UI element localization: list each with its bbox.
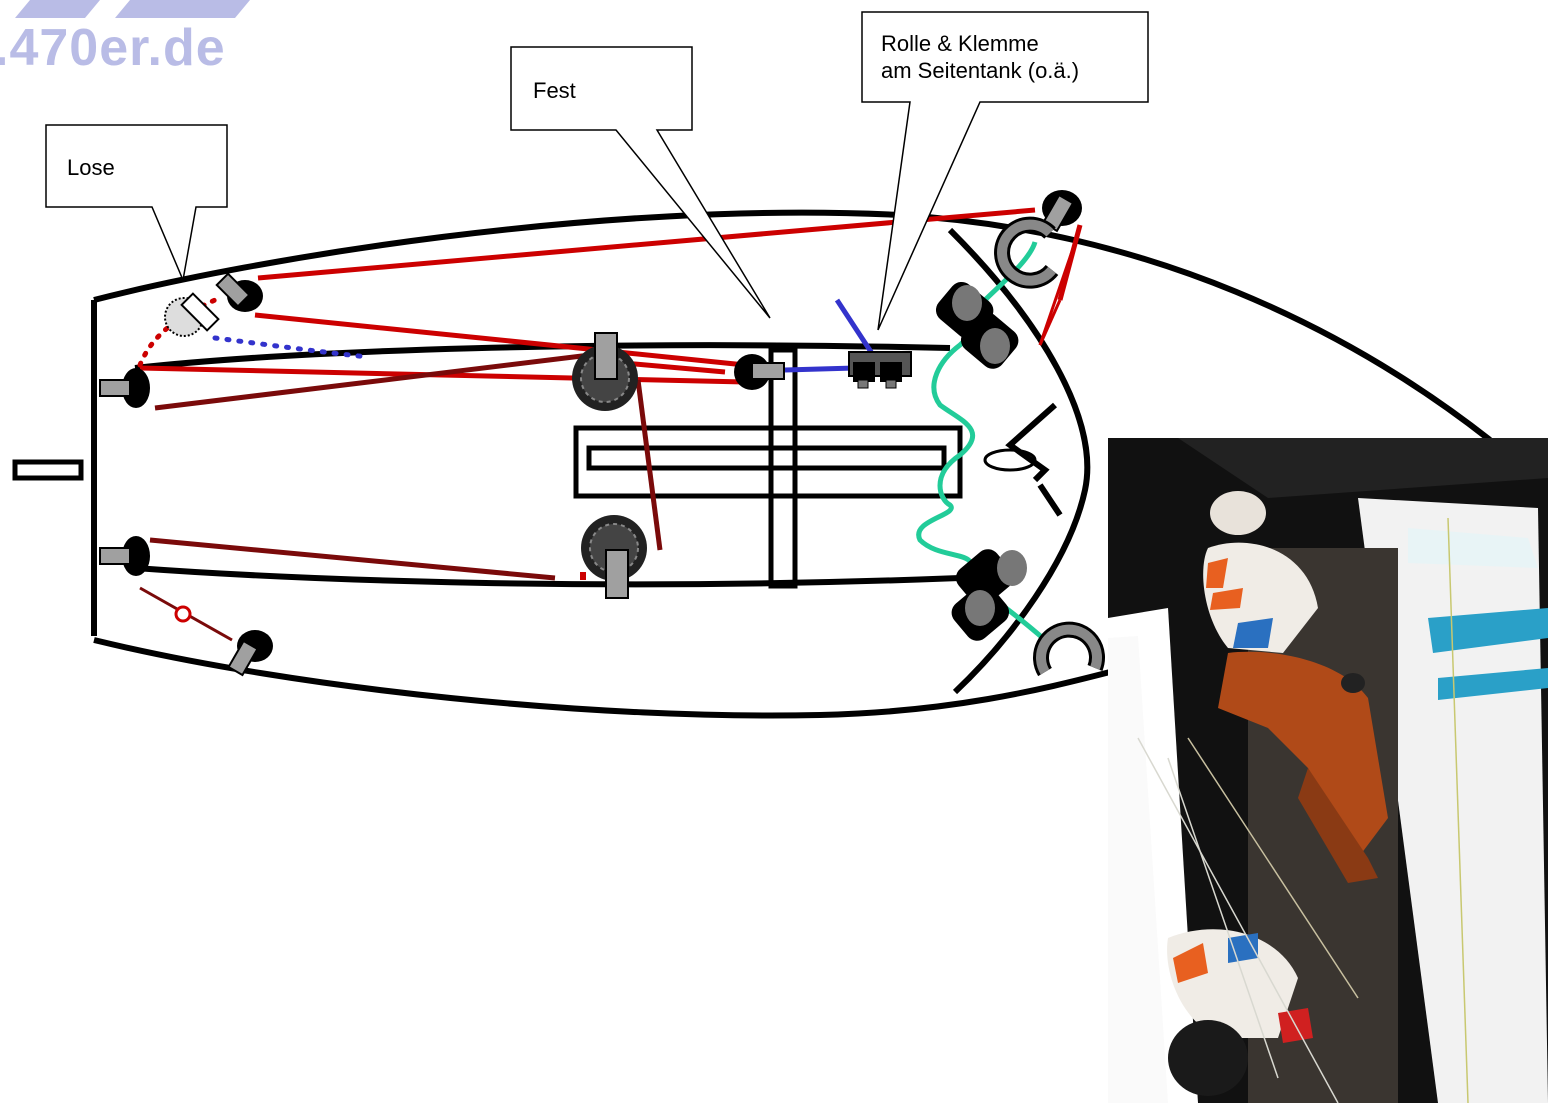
callout-rolle [861,11,1149,331]
darkred-cleat-mark [580,572,586,580]
callout-rolle-text: Rolle & Klemme am Seitentank (o.ä.) [881,30,1079,84]
callout-lose [45,124,228,283]
bow-block-port [951,549,1027,641]
site-logo: .470er.de [0,18,226,78]
cam-cleat-pair [848,351,912,389]
sailing-photo-illustration [1108,438,1548,1103]
transom-fitting [12,459,84,481]
centreboard-case [573,347,963,589]
block-quarter-port [227,630,273,677]
darkred-control-lines [149,352,663,581]
mast-area [947,227,1091,695]
callout-fest-label: Fest [533,78,576,103]
blue-lines [784,298,878,373]
block-bow-starboard [1041,190,1082,233]
swivel-cleat-port [581,515,647,599]
bow-block-starboard [935,281,1019,369]
callout-fest-text: Fest [533,77,576,104]
callout-fest [510,46,771,319]
block-aft-port [99,536,150,576]
callout-lose-text: Lose [67,154,115,181]
callout-rolle-line2: am Seitentank (o.ä.) [881,58,1080,83]
loose-block [164,292,220,337]
swivel-cleat-starboard [572,332,638,411]
block-fest [734,354,785,390]
block-quarter-starboard [215,272,263,312]
sailing-photo [1108,438,1548,1103]
fairlead-starboard [994,216,1059,289]
block-aft-starboard [99,368,150,408]
hull-outline [91,209,1492,719]
line-ring [174,605,192,623]
fairlead-port [1033,621,1105,677]
logo-fragment [15,0,250,18]
callout-rolle-line1: Rolle & Klemme [881,31,1039,56]
site-logo-text: .470er.de [0,19,226,77]
callout-lose-label: Lose [67,155,115,180]
red-line-short [1038,227,1082,346]
